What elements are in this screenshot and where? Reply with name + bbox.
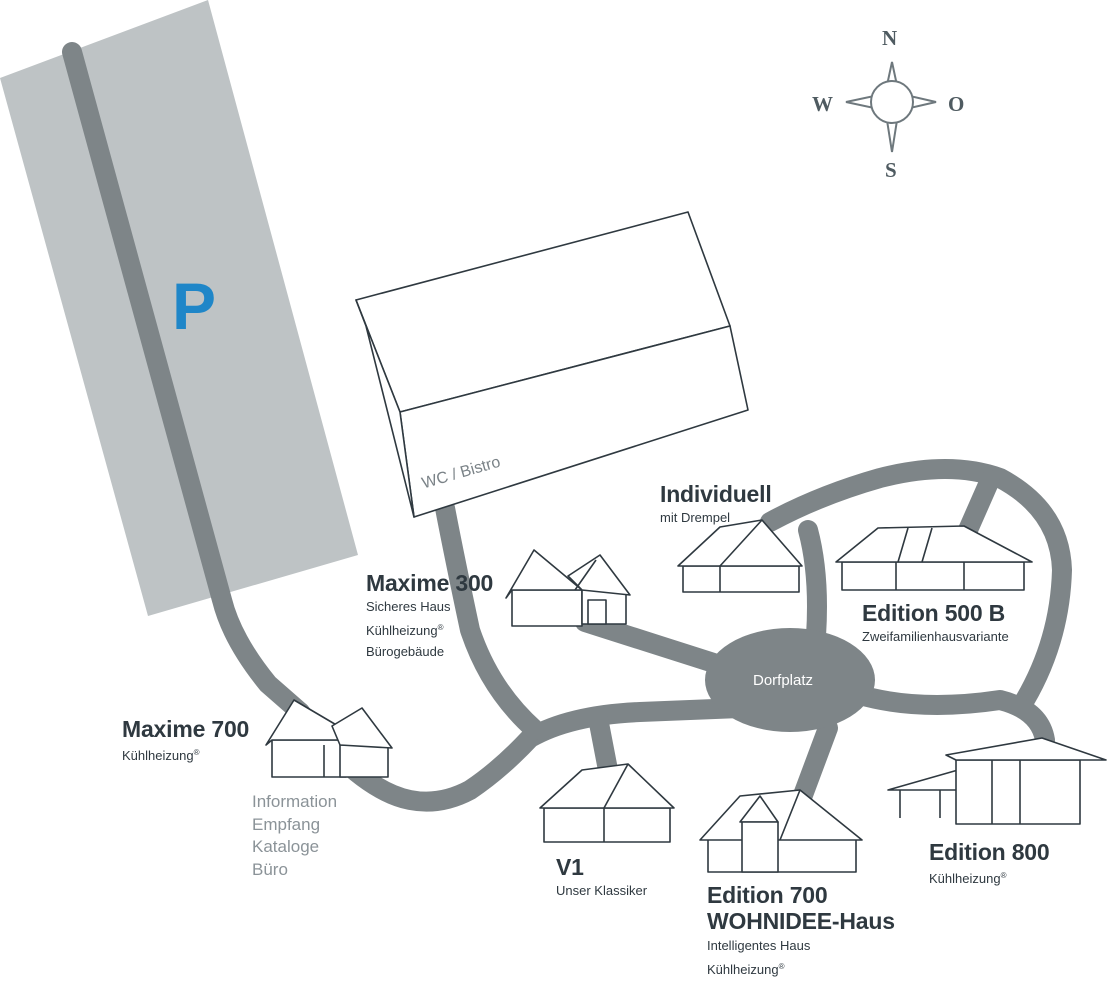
v1-title: V1 [556,854,584,880]
edition-700-line1: Intelligentes Haus [707,937,811,953]
compass-rose-icon [845,61,937,153]
road-v1-branch [588,708,618,780]
individuell-line1: mit Drempel [660,510,731,526]
compass-east-label: O [948,92,965,116]
edition-800-title: Edition 800 [929,839,1050,865]
maxime-700-info-list: Information Empfang Kataloge Büro [252,791,337,881]
house-edition-500b[interactable] [835,525,1033,591]
village-square-label: Dorfplatz [753,672,814,689]
compass-north-label: N [882,26,898,50]
edition-800-label[interactable]: Edition 800 Kühlheizung® [929,839,1050,889]
village-square-shape[interactable] [705,628,875,732]
house-individuell[interactable] [677,519,803,593]
parking-area[interactable] [0,0,358,616]
house-edition-800[interactable] [887,737,1107,825]
maxime-300-line1: Sicheres Haus [366,599,451,615]
maxime-300-line3: Bürogebäude [366,644,445,660]
edition-700-line2: Kühlheizung® [707,961,785,977]
v1-line1: Unser Klassiker [556,883,648,899]
road-north-loop [760,459,1072,710]
info-list-item: Empfang [252,814,321,834]
wc-bistro-building[interactable] [355,211,749,518]
maxime-700-label[interactable]: Maxime 700 Kühlheizung® [122,716,249,766]
house-edition-700[interactable] [699,789,863,873]
edition-500b-line1: Zweifamilienhausvariante [862,629,1009,645]
road-wc-branch [435,498,545,740]
road-parking-lane [62,42,310,722]
road-west-loop [290,698,750,812]
house-maxime-700[interactable] [265,699,393,778]
maxime-700-title: Maxime 700 [122,716,250,742]
road-500b-link [958,470,1000,540]
parking-icon: P [172,269,217,343]
house-v1[interactable] [539,763,675,843]
compass-south-label: S [885,158,897,182]
edition-700-title2: WOHNIDEE-Haus [707,908,895,935]
edition-700-title: Edition 700 [707,882,828,908]
maxime-300-title: Maxime 300 [366,570,494,596]
individuell-label[interactable]: Individuell mit Drempel [660,481,772,528]
edition-500b-title: Edition 500 B [862,600,1006,626]
edition-700-label[interactable]: Edition 700 WOHNIDEE-Haus Intelligentes … [707,882,895,980]
individuell-title: Individuell [660,481,772,507]
road-east [850,685,1055,750]
info-list-item: Kataloge [252,837,320,856]
v1-label[interactable]: V1 Unser Klassiker [556,854,647,901]
maxime-300-line2: Kühlheizung® [366,623,444,639]
house-maxime-300[interactable] [505,549,631,627]
maxime-700-line1: Kühlheizung® [122,748,200,764]
road-network [62,42,1072,812]
info-list-item: Büro [252,859,288,879]
road-north-left [798,520,827,646]
info-list-item: Information [252,792,338,811]
edition-500b-label[interactable]: Edition 500 B Zweifamilienhausvariante [862,600,1009,647]
road-edition700-branch [793,718,838,805]
edition-800-line1: Kühlheizung® [929,871,1007,887]
maxime-300-label[interactable]: Maxime 300 Sicheres Haus Kühlheizung® Bü… [366,570,493,662]
compass-west-label: W [812,92,833,116]
road-maxime300-branch [575,612,730,675]
